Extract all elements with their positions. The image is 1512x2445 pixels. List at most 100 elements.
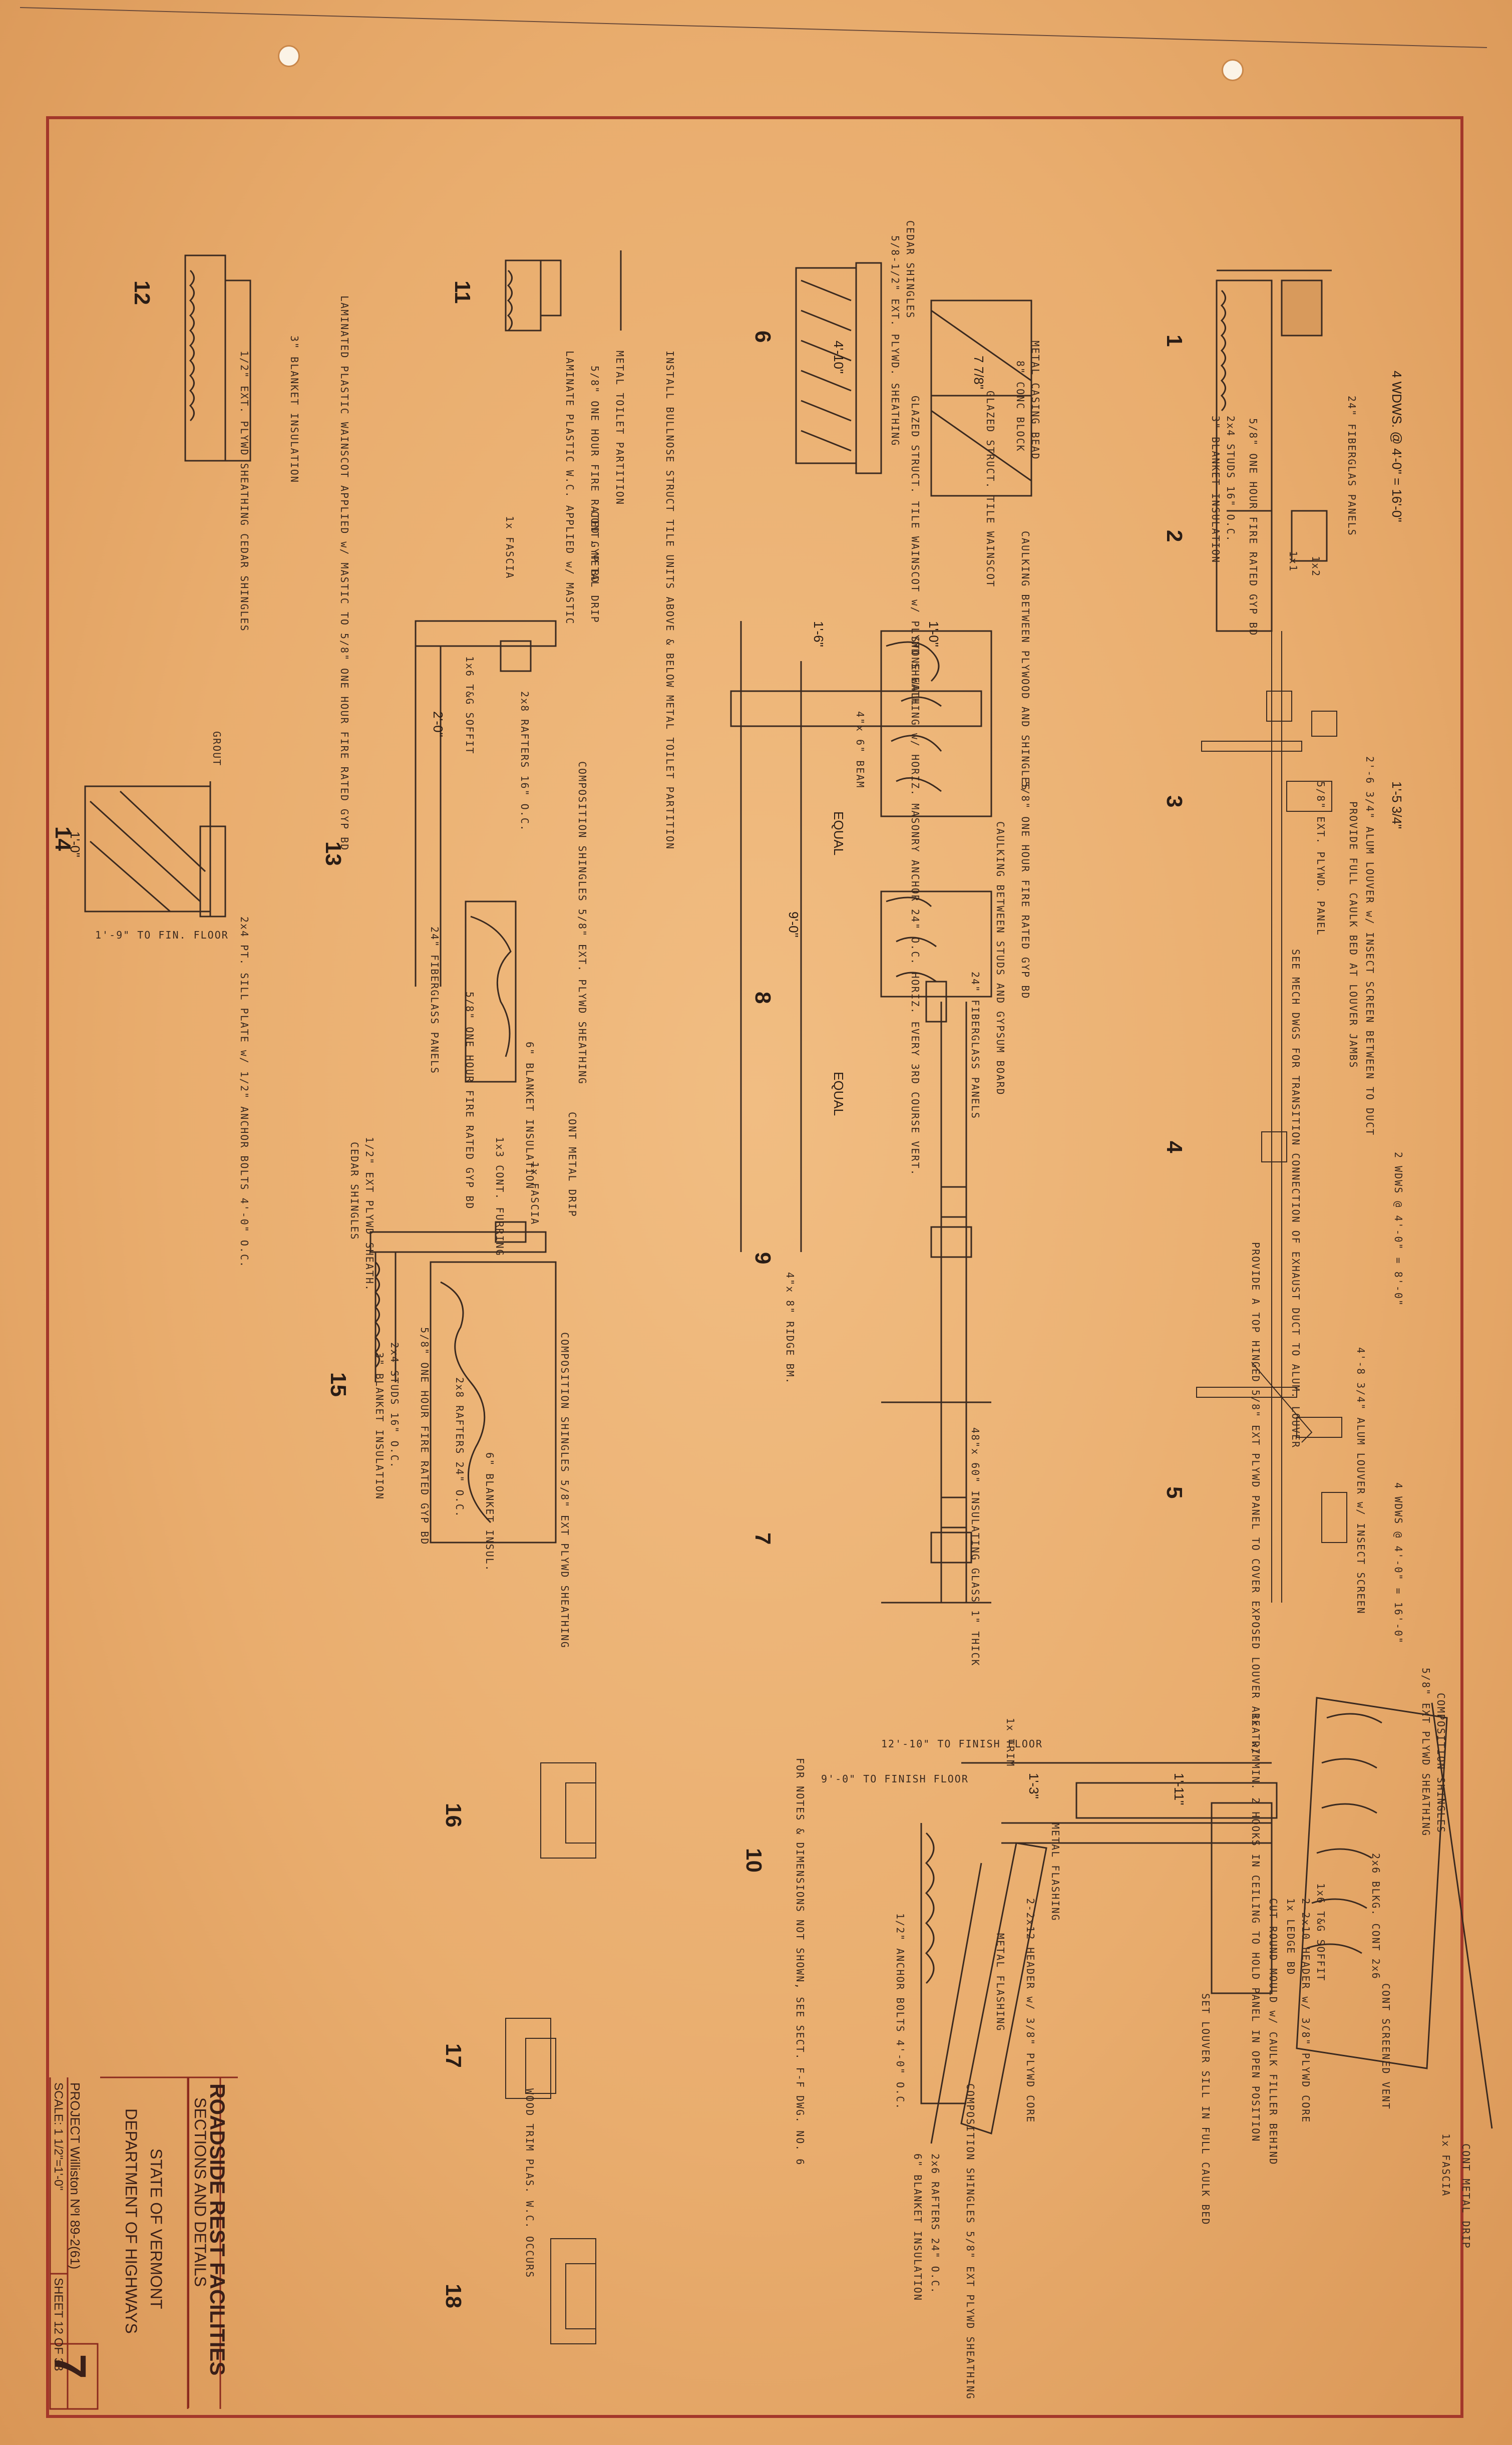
note-drip-b: CONT METAL DRIP — [566, 1112, 578, 1217]
note-comp-c: COMPOSITION SHINGLES — [1435, 1693, 1447, 1833]
note-1-0-b: 1'-0" — [68, 831, 83, 857]
note-comp-b: COMPOSITION SHINGLES 5/8" EXT PLYWD SHEA… — [559, 1332, 571, 1649]
detail-number-8: 8 — [750, 992, 775, 1004]
note-1x2: 1x2 — [1310, 556, 1322, 577]
detail-6-section — [795, 262, 1032, 497]
detail-number-3: 3 — [1162, 795, 1187, 808]
note-cedar: CEDAR SHINGLES — [904, 220, 916, 319]
note-header: 2-2x10 HEADER w/ 3/8" PLYWD CORE — [1300, 1898, 1312, 2123]
note-caulk-ply: CAULKING BETWEEN PLYWOOD AND SHINGLES — [1019, 531, 1031, 791]
note-rafters-c: 2x6 RAFTERS 24" O.C. — [929, 2154, 941, 2294]
note-louver-b: 4'-8 3/4" ALUM LOUVER w/ INSECT SCREEN — [1355, 1347, 1367, 1615]
note-fascia-b: 1x FASCIA — [529, 1162, 541, 1226]
detail-8-9-7-elevation — [730, 621, 992, 1604]
note-laminate: LAMINATE PLASTIC W.C. APPLIED w/ MASTIC — [564, 351, 576, 625]
detail-15-section — [369, 1221, 557, 1544]
note-blanket-3: 3" BLANKET INSULATION — [288, 336, 300, 483]
detail-number-17: 17 — [441, 2043, 466, 2068]
sheet-border — [46, 116, 1463, 2418]
note-soffit-a: 1x6 T&G SOFFIT — [464, 656, 476, 755]
detail-number-16: 16 — [441, 1803, 466, 1827]
punch-hole-left — [278, 45, 300, 67]
note-trim-b: 1x TRIM — [1004, 1718, 1016, 1767]
note-1-5-3-4: 1'-5 3/4" — [1389, 781, 1404, 829]
note-mech: SEE MECH DWGS FOR TRANSITION CONNECTION … — [1290, 949, 1302, 1448]
note-laminated-wainscot: LAMINATED PLASTIC WAINSCOT APPLIED w/ MA… — [338, 295, 350, 851]
note-screened-vent: CONT SCREENED VENT — [1380, 1983, 1392, 2110]
state-name: STATE OF VERMONT — [147, 2149, 165, 2309]
detail-number-11: 11 — [450, 280, 475, 304]
note-ridge: 4"x 8" RIDGE BM. — [784, 1272, 796, 1385]
note-gyp-e: 5/8" ONE HOUR FIRE RATED GYP BD — [419, 1327, 431, 1546]
project-number: PROJECT Williston NºI 89-2(61) — [68, 2082, 83, 2270]
detail-10-section — [920, 1697, 1493, 2144]
note-rafters-a: 2x8 RAFTERS 16" O.C. — [519, 691, 531, 832]
note-cedar-b: 1/2" EXT. PLYWD SHEATHING CEDAR SHINGLES — [238, 351, 250, 632]
note-gyp-d: 5/8" ONE HOUR FIRE RATED GYP BD — [464, 992, 476, 1210]
note-4-10: 4'-10" — [831, 341, 846, 374]
detail-number-18: 18 — [441, 2284, 466, 2308]
detail-number-15: 15 — [326, 1372, 350, 1397]
note-fascia-a: 1x FASCIA — [504, 516, 516, 579]
note-equal-b: EQUAL — [831, 1072, 846, 1116]
detail-number-2: 2 — [1162, 530, 1187, 542]
note-18-notes: WOOD TRIM PLAS. W.C. OCCURS — [524, 2088, 536, 2279]
detail-number-9: 9 — [750, 1252, 775, 1265]
note-mould: CUT ROUND MOULD w/ CAULK FILLER BEHIND — [1267, 1898, 1279, 2166]
note-blanket-b: 3" BLANKET INSULATION — [373, 1352, 386, 1500]
note-toilet: METAL TOILET PARTITION — [614, 351, 626, 505]
punch-hole-right — [1222, 59, 1244, 81]
note-drip-a: CONT. METAL DRIP — [589, 511, 601, 624]
title-block: ROADSIDE REST FACILITIES SECTIONS AND DE… — [188, 2077, 237, 2408]
note-gyp-b: 5/8" ONE HOUR FIRE RATED GYP BD — [1019, 781, 1031, 1000]
detail-number-10: 10 — [741, 1848, 766, 1873]
note-ext-c: 5/8" EXT PLYWD SHEATHING — [1420, 1668, 1432, 1837]
note-7-8: 7 7/8" — [971, 356, 986, 390]
note-caulk-louver: PROVIDE FULL CAULK BED AT LOUVER JAMBS — [1347, 801, 1359, 1069]
note-2x6: 2x6 BLKG. CONT 2x6 — [1370, 1853, 1382, 1980]
note-metal-flash: METAL FLASHING — [1049, 1823, 1061, 1922]
note-stone: STONE WALL — [909, 636, 921, 707]
note-trim-a: 1x TRIM — [1250, 1713, 1262, 1762]
note-insul-glass: 48"x 60" INSULATING GLASS 1" THICK — [969, 1427, 981, 1667]
note-dims-top: 4 WDWS. @ 4'-0" = 16'-0" — [1389, 371, 1404, 522]
note-fg-panels: 24" FIBERGLASS PANELS — [969, 972, 981, 1119]
note-hinged: PROVIDE A TOP HINGED 5/8" EXT PLYWD PANE… — [1250, 1242, 1262, 2143]
note-12-10: 12'-10" TO FINISH FLOOR — [881, 1738, 1043, 1750]
note-9-0: 9'-0" — [786, 911, 801, 938]
note-notes-ref: FOR NOTES & DIMENSIONS NOT SHOWN, SEE SE… — [794, 1758, 806, 2166]
note-2wdws: 2 WDWS @ 4'-0" = 8'-0" — [1392, 1152, 1404, 1307]
detail-2-5-wall — [1196, 631, 1347, 1603]
note-header-b: 2-2x12 HEADER w/ 3/8" PLYWD CORE — [1024, 1898, 1036, 2123]
detail-11-section — [505, 250, 622, 332]
note-soffit-b: 1x6 T&G SOFFIT — [1315, 1883, 1327, 1982]
note-beam: 4"x 6" BEAM — [854, 711, 866, 789]
note-louver-a: 2'-6 3/4" ALUM LOUVER w/ INSECT SCREEN B… — [1364, 756, 1376, 1136]
note-furring: 1x3 CONT. FURRING — [494, 1137, 506, 1257]
page-number: 7 — [45, 2354, 95, 2379]
note-blanket-d: 6" BLANKET INSULATION — [912, 2154, 924, 2301]
note-ext-plywd: 5/8-1/2" EXT. PLYWD. SHEATHING — [889, 235, 901, 447]
note-ext-plywd-b: 1/2" EXT PLYWD SHEATH. — [363, 1137, 375, 1292]
note-1-0: 1'-0" — [926, 621, 941, 647]
detail-number-4: 4 — [1162, 1141, 1187, 1153]
drawing-scale: SCALE: 1 1/2"=1'-0" — [52, 2082, 65, 2191]
note-sill: 2x4 PT. SILL PLATE w/ 1/2" ANCHOR BOLTS … — [238, 916, 250, 1269]
note-glazed-a: GLAZED STRUCT. TILE WAINSCOT — [984, 391, 996, 588]
detail-number-12: 12 — [130, 280, 154, 305]
note-9-0-b: 9'-0" TO FINISH FLOOR — [821, 1773, 969, 1785]
note-4wdws-b: 4 WDWS @ 4'-0" = 16'-0" — [1392, 1482, 1404, 1644]
sheet-subtitle: SECTIONS AND DETAILS — [191, 2097, 209, 2287]
note-2-0: 2'-0" — [431, 711, 446, 737]
note-insul-a: 3" BLANKET INSULATION — [1210, 416, 1222, 563]
note-fg-24: 24" FIBERGLASS PANELS — [429, 927, 441, 1074]
note-studs-a: 2x4 STUDS 16" O.C. — [1225, 416, 1237, 542]
note-fin-floor: 1'-9" TO FIN. FLOOR — [95, 929, 229, 941]
detail-number-7: 7 — [750, 1533, 775, 1545]
note-anchor: 1/2" ANCHOR BOLTS 4'-0" O.C. — [894, 1913, 906, 2110]
detail-16-18-sections — [505, 1762, 596, 2344]
detail-number-6: 6 — [750, 331, 775, 343]
note-1-11: 1'-11" — [1172, 1773, 1187, 1805]
